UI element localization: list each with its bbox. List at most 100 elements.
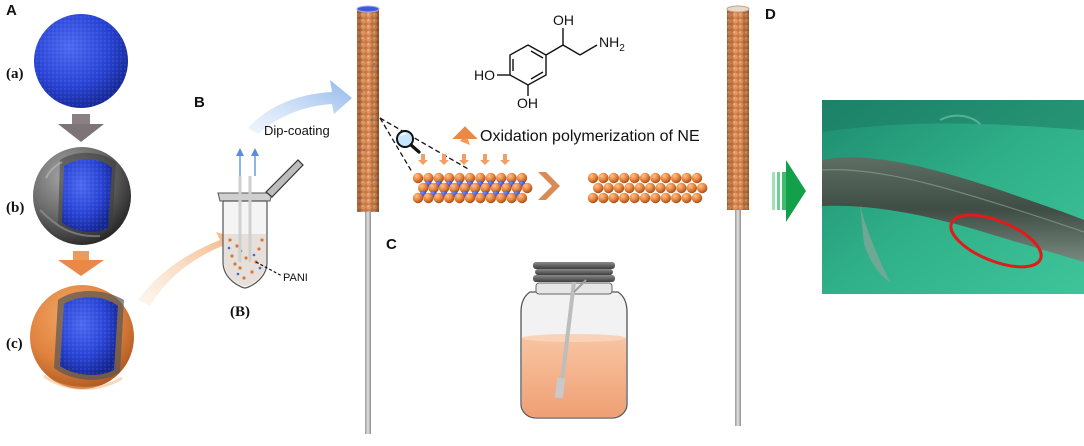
lattice-bead [522, 182, 533, 194]
lattice-bead [511, 182, 522, 194]
chevron-arrow-icon [538, 172, 560, 200]
gray-shell-sphere [33, 147, 131, 245]
lattice-bead [681, 172, 692, 184]
lattice-bead [650, 192, 661, 204]
lattice-bead [603, 182, 614, 194]
magnifier-icon [396, 130, 421, 154]
lattice-bead [598, 172, 609, 184]
blue-core-sphere [34, 14, 128, 108]
lattice-bead [593, 182, 604, 194]
lattice-bead [412, 172, 424, 184]
lattice-bead [598, 192, 609, 204]
lattice-bead [655, 182, 666, 194]
coated-electrode-final [726, 5, 750, 426]
lattice-bead [501, 182, 512, 194]
lattice-bead [691, 172, 703, 184]
lattice-bead [449, 182, 460, 194]
lattice-bead [454, 192, 465, 204]
lattice-bead [608, 172, 619, 184]
lattice-bead [454, 172, 465, 184]
lattice-bead [629, 192, 640, 204]
orange-shell-sphere [30, 285, 134, 390]
lattice-bead [619, 192, 630, 204]
molecule-oh-bottom: OH [517, 95, 538, 111]
lattice-bead [697, 182, 708, 194]
lattice-bead [681, 192, 692, 204]
lattice-bead [433, 192, 444, 204]
lattice-bead [619, 172, 630, 184]
zoom-lines [379, 117, 471, 173]
lattice-bead [639, 172, 651, 184]
lattice-bead [587, 192, 599, 204]
panel-label-b: B [194, 94, 205, 111]
lattice-bead [444, 172, 455, 184]
pani-label: PANI [283, 272, 308, 284]
molecule-ho-left: HO [474, 67, 495, 83]
lattice-bead [671, 172, 682, 184]
fish-photo [821, 100, 1084, 294]
curved-arrow-to-tube [138, 232, 236, 306]
lattice-bead [650, 172, 661, 184]
sub-label-b: (b) [6, 200, 25, 216]
lattice-bead [490, 182, 502, 194]
lattice-bead [516, 172, 528, 184]
lattice-bead [475, 172, 486, 184]
lattice-bead [485, 192, 496, 204]
dip-coating-label: Dip-coating [264, 123, 330, 138]
lattice-bead [639, 192, 651, 204]
lattice-bead [423, 172, 434, 184]
lattice-bead [634, 182, 645, 194]
sub-label-B: (B) [230, 304, 250, 320]
lattice-bead [676, 182, 687, 194]
glass-jar [520, 262, 628, 419]
lattice-bead [418, 182, 429, 194]
lattice-bead [613, 182, 625, 194]
curved-arrow-to-rod [248, 80, 352, 134]
lattice-bead [496, 192, 507, 204]
lattice-bead [645, 182, 656, 194]
lattice-bead [412, 192, 424, 204]
panel-label-a: A [6, 2, 17, 19]
small-arrows [418, 154, 510, 165]
lattice-bead [665, 182, 677, 194]
sub-label-c: (c) [6, 336, 23, 352]
centrifuge-tube [217, 148, 304, 289]
lattice-bead [506, 172, 517, 184]
panel-label-c: C [386, 236, 397, 253]
lattice-bead [433, 172, 444, 184]
panel-label-d: D [765, 6, 776, 23]
panel-a [30, 14, 236, 390]
lattice-bead [608, 192, 619, 204]
lattice-bead [423, 192, 434, 204]
lattice-bead [624, 182, 635, 194]
lattice-bead [438, 182, 450, 194]
coated-electrode-main [356, 5, 380, 434]
down-arrow-gray [58, 114, 104, 142]
lattice-bead [516, 192, 528, 204]
lattice-bead [629, 172, 640, 184]
panel-b [217, 80, 352, 289]
lattice-bead [686, 182, 697, 194]
sub-label-a: (a) [6, 66, 24, 82]
lattice-bead [480, 182, 491, 194]
lattice-bead [485, 172, 496, 184]
highlight-ring [949, 213, 1043, 269]
lattice-bead [496, 172, 507, 184]
lattice-bead [671, 192, 682, 204]
lattice-bead [506, 192, 517, 204]
lattice-after [587, 172, 708, 204]
lattice-bead [459, 182, 470, 194]
green-arrow-icon [772, 160, 806, 222]
lattice-bead [660, 172, 671, 184]
lattice-bead [470, 182, 481, 194]
down-arrow-orange [58, 251, 104, 276]
lattice-bead [428, 182, 439, 194]
lattice-bead [587, 172, 599, 184]
lattice-bead [464, 192, 476, 204]
lattice-bead [475, 192, 486, 204]
lattice-bead [660, 192, 671, 204]
oxidation-label: Oxidation polymerization of NE [480, 128, 700, 145]
lattice-bead [444, 192, 455, 204]
oxidation-arrow-icon [452, 126, 478, 145]
